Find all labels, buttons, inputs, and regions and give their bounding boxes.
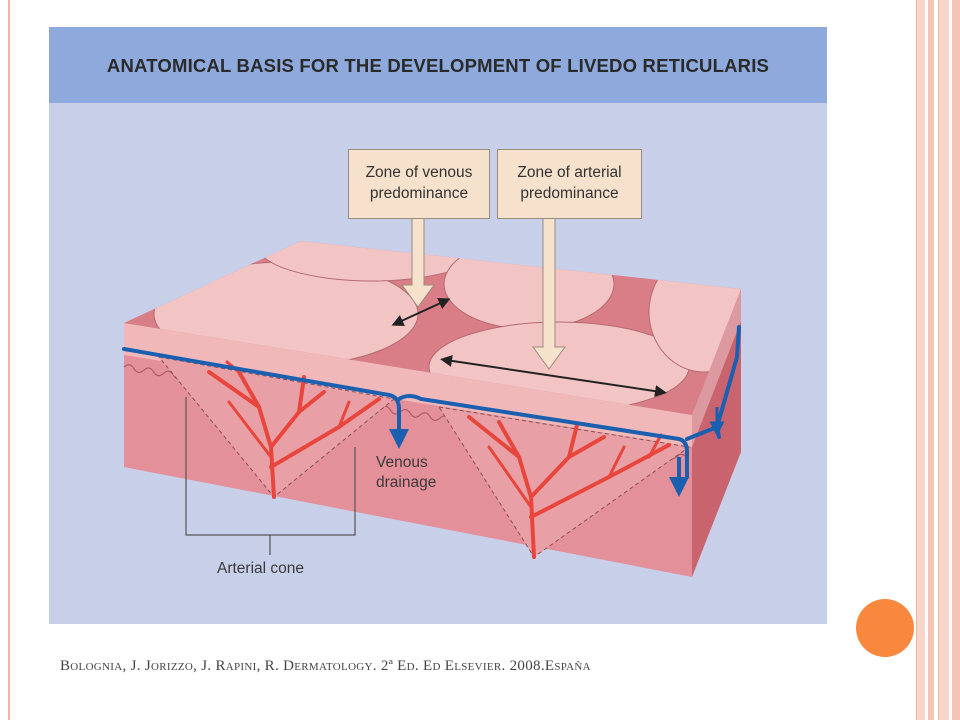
label-venous-drainage-line2: drainage xyxy=(376,474,437,491)
callout-arterial-line1: Zone of arterial xyxy=(517,164,622,181)
arterial-zone-span-arrow xyxy=(440,354,667,398)
figure-title: ANATOMICAL BASIS FOR THE DEVELOPMENT OF … xyxy=(106,55,770,76)
label-arterial-cone: Arterial cone xyxy=(217,560,305,577)
arteries-left xyxy=(207,360,381,499)
figure-header xyxy=(49,27,827,103)
slide-decorative-stripes xyxy=(916,0,960,720)
arterial-callout-pointer xyxy=(532,217,566,370)
callout-venous-line1: Zone of venous xyxy=(365,164,473,181)
callout-arterial-line2: predominance xyxy=(520,185,619,202)
label-venous-drainage: Venous drainage xyxy=(376,453,436,493)
label-venous-drainage-line1: Venous xyxy=(376,454,428,471)
callout-venous-line2: predominance xyxy=(369,185,469,202)
epidermis-layer xyxy=(124,323,692,447)
venous-callout-pointer xyxy=(401,217,435,308)
venous-zone-span-arrow xyxy=(391,298,451,326)
skin-block-diagram xyxy=(122,217,741,577)
arteries-right xyxy=(467,415,671,559)
callout-arterial-predominance: Zone of arterial predominance xyxy=(497,149,642,219)
slide-left-border xyxy=(0,0,10,720)
arterial-cone-left xyxy=(157,356,396,498)
citation: Bolognia, J. Jorizzo, J. Rapini, R. Derm… xyxy=(60,658,591,674)
callout-venous-predominance: Zone of venous predominance xyxy=(348,149,490,219)
decorative-orange-dot xyxy=(856,599,914,657)
figure-panel: ANATOMICAL BASIS FOR THE DEVELOPMENT OF … xyxy=(49,27,827,624)
